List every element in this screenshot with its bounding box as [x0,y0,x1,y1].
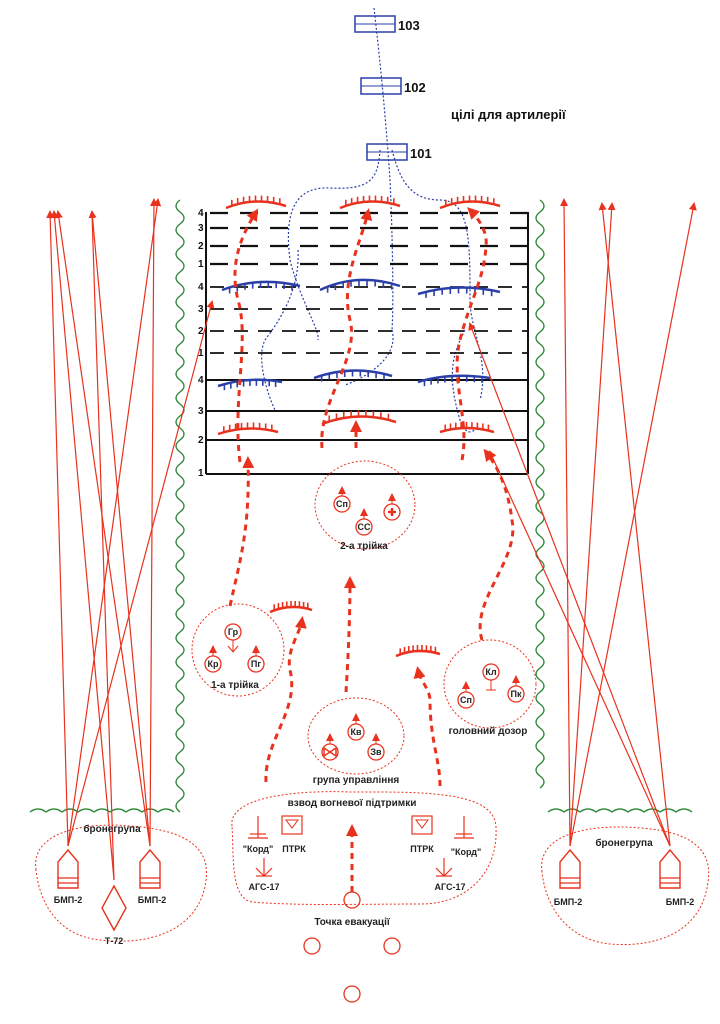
label-second-trio: 2-а трійка [340,541,388,552]
level-top-2: 2 [198,241,204,252]
level-top-1: 1 [198,259,204,270]
label-bmp-right-2: БМП-2 [666,897,694,907]
label-armor-right: бронегрупа [595,837,653,849]
label-control-group: група управління [313,775,400,786]
level-mid-4: 4 [198,282,204,293]
trench-ticks [223,195,495,655]
label-first-trio: 1-а трійка [211,680,259,691]
advance-routes [228,207,515,892]
ifv-icon [559,848,581,889]
level-low-4: 4 [198,375,204,386]
target-label-101: 101 [410,146,432,161]
label-bmp-right-1: БМП-2 [554,897,582,907]
unit-pk: Пк [511,689,522,699]
target-label-103: 103 [398,18,420,33]
group-fire-support: взвод вогневої підтримки "Корд" ПТРК АГС… [231,791,497,905]
label-ptrk-left: ПТРК [282,844,306,854]
level-mid-3: 3 [198,304,204,315]
group-first-trio: Гр Кр Пг 1-а трійка [191,603,285,697]
enemy-positions: 4 3 2 1 4 3 2 1 4 3 2 1 [198,208,529,479]
label-kord-right: "Корд" [451,847,482,857]
ifv-icon [659,848,681,889]
artillery-targets: 103 102 101 цілі для артилерії [261,7,566,433]
unit-kv: Кв [350,727,361,737]
unit-kl: Кл [485,667,496,677]
level-top-4: 4 [198,208,204,219]
unit-pg: Пг [251,659,261,669]
label-fire-support: взвод вогневої підтримки [288,798,417,809]
level-mid-2: 2 [198,326,204,337]
label-bmp-left-2: БМП-2 [138,895,166,905]
targets-title: цілі для артилерії [451,107,566,122]
label-kord-left: "Корд" [243,844,274,854]
group-armor-right: бронегрупа БМП-2 БМП-2 [541,826,710,946]
group-second-trio: Сп СС 2-а трійка [314,460,416,552]
level-low-2: 2 [198,435,204,446]
label-ptrk-right: ПТРК [410,844,434,854]
group-head-patrol: Кл Сп Пк головний дозор [443,639,537,737]
armor-fire-lines [46,198,697,881]
level-top-3: 3 [198,223,204,234]
group-armor-left: бронегрупа БМП-2 БМП-2 Т-72 [35,823,207,946]
label-evacuation: Точка евакуації [314,917,390,928]
atgm-icon-right [411,815,433,835]
level-low-1: 1 [198,468,204,479]
target-label-102: 102 [404,80,426,95]
unit-gr: Гр [228,627,239,637]
level-mid-1: 1 [198,348,204,359]
evacuation-point [303,891,401,1003]
label-bmp-left-1: БМП-2 [54,895,82,905]
label-ags-right: АГС-17 [435,882,466,892]
label-t72: Т-72 [105,936,124,946]
label-armor-left: бронегрупа [83,823,141,835]
unit-ss: СС [358,522,371,532]
group-control: Кв Зв група управління [307,697,405,786]
unit-sp-1: Сп [460,695,472,705]
label-ags-left: АГС-17 [249,882,280,892]
atgm-icon-left [281,815,303,835]
label-head-patrol: головний дозор [449,726,528,737]
unit-sp-2: Сп [336,499,348,509]
unit-kr: Кр [208,659,219,669]
ifv-icon [57,848,79,889]
ifv-icon [139,848,161,889]
unit-zv: Зв [370,747,382,757]
level-low-3: 3 [198,406,204,417]
tank-icon [101,884,127,932]
